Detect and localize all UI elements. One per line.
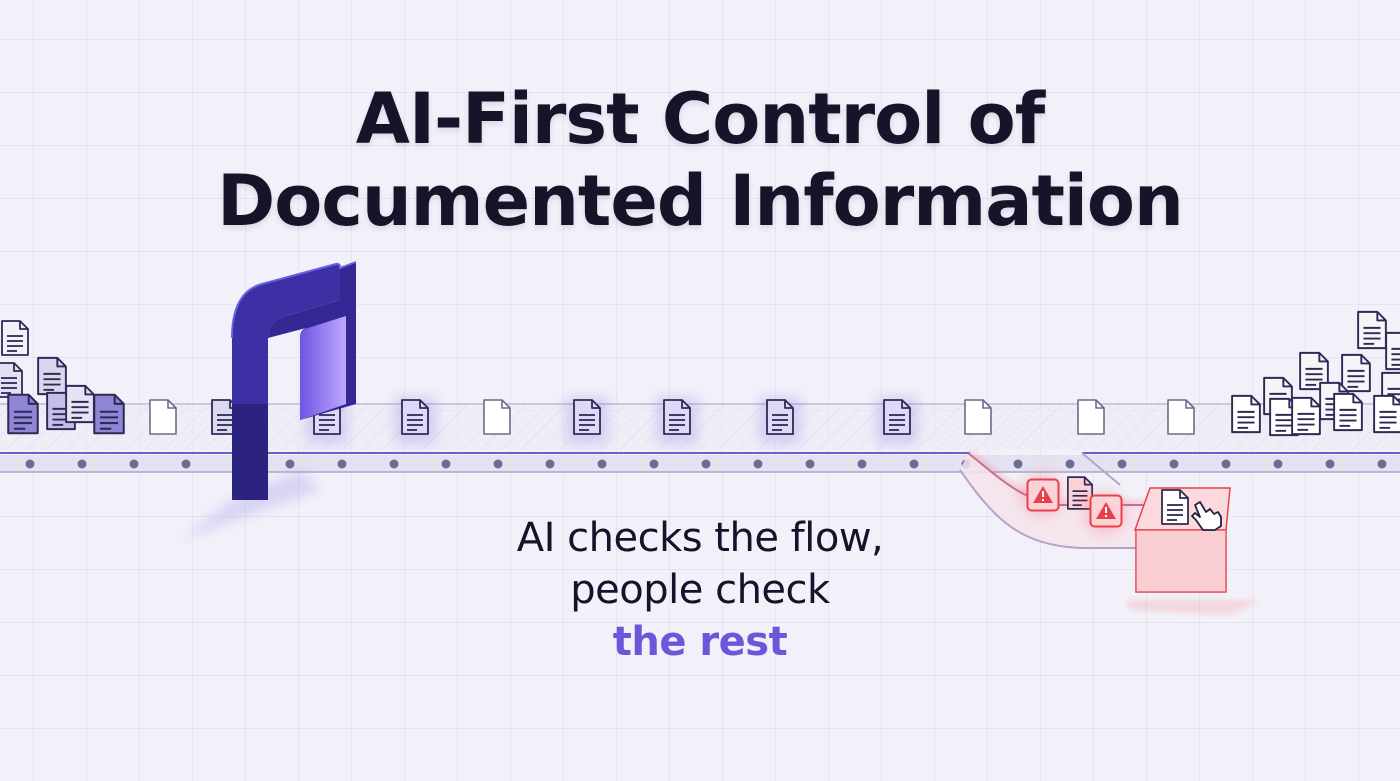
- document-icon: [573, 399, 601, 435]
- rejected-document-icon: [1161, 489, 1189, 525]
- flagged-documents: [1020, 472, 1127, 534]
- belt-roller: [805, 459, 815, 469]
- ai-scanner-gate: [180, 261, 357, 540]
- document-icon: [1077, 399, 1105, 435]
- document-icon: [663, 399, 691, 435]
- warning-icon: [1026, 478, 1060, 512]
- document-icon: [1341, 353, 1371, 393]
- document-icon: [401, 399, 429, 435]
- document-icon: [7, 393, 39, 435]
- belt-roller: [1169, 459, 1179, 469]
- belt-roller: [597, 459, 607, 469]
- document-icon: [1231, 394, 1261, 434]
- belt-roller: [25, 459, 35, 469]
- title-line-2: Documented Information: [217, 160, 1184, 242]
- document-icon: [65, 384, 95, 424]
- warning-icon: [1089, 494, 1123, 528]
- document-icon: [1, 320, 29, 356]
- document-icon: [37, 356, 67, 396]
- document-icon: [149, 399, 177, 435]
- belt-roller: [1065, 459, 1075, 469]
- belt-roller: [285, 459, 295, 469]
- belt-roller: [441, 459, 451, 469]
- document-icon: [1357, 310, 1387, 350]
- hand-pointer-icon: [1191, 501, 1222, 531]
- tagline-line-1: AI checks the flow,: [516, 515, 884, 561]
- belt-roller: [389, 459, 399, 469]
- processed-document-pile: [1231, 310, 1400, 437]
- document-icon: [883, 399, 911, 435]
- hero-title: AI-First Control of Documented Informati…: [0, 78, 1400, 242]
- document-icon: [1385, 331, 1400, 371]
- belt-roller: [129, 459, 139, 469]
- reject-bin: [1125, 487, 1260, 615]
- document-icon: [766, 399, 794, 435]
- belt-roller: [1325, 459, 1335, 469]
- document-icon: [1167, 399, 1195, 435]
- belt-roller: [1013, 459, 1023, 469]
- belt-roller: [701, 459, 711, 469]
- document-icon: [1373, 394, 1400, 434]
- belt-roller: [649, 459, 659, 469]
- belt-roller: [1117, 459, 1127, 469]
- belt-roller: [337, 459, 347, 469]
- belt-roller: [1377, 459, 1387, 469]
- title-line-1: AI-First Control of: [355, 78, 1045, 160]
- document-icon: [483, 399, 511, 435]
- incoming-document-pile: [0, 320, 125, 435]
- document-icon: [93, 393, 125, 435]
- belt-roller: [909, 459, 919, 469]
- tagline-prefix: people check: [570, 567, 830, 613]
- belt-roller: [1221, 459, 1231, 469]
- belt-roller: [753, 459, 763, 469]
- belt-roller: [857, 459, 867, 469]
- document-icon: [1333, 392, 1363, 432]
- document-icon: [1291, 396, 1321, 436]
- belt-roller: [77, 459, 87, 469]
- belt-roller: [545, 459, 555, 469]
- belt-documents: [149, 396, 1195, 444]
- tagline: AI checks the flow, people check the res…: [400, 512, 1000, 668]
- tagline-highlight: the rest: [612, 619, 788, 665]
- belt-roller: [1273, 459, 1283, 469]
- tagline-line-2: people check the rest: [400, 564, 1000, 668]
- document-icon: [964, 399, 992, 435]
- belt-roller: [493, 459, 503, 469]
- document-icon: [0, 362, 23, 398]
- belt-roller: [181, 459, 191, 469]
